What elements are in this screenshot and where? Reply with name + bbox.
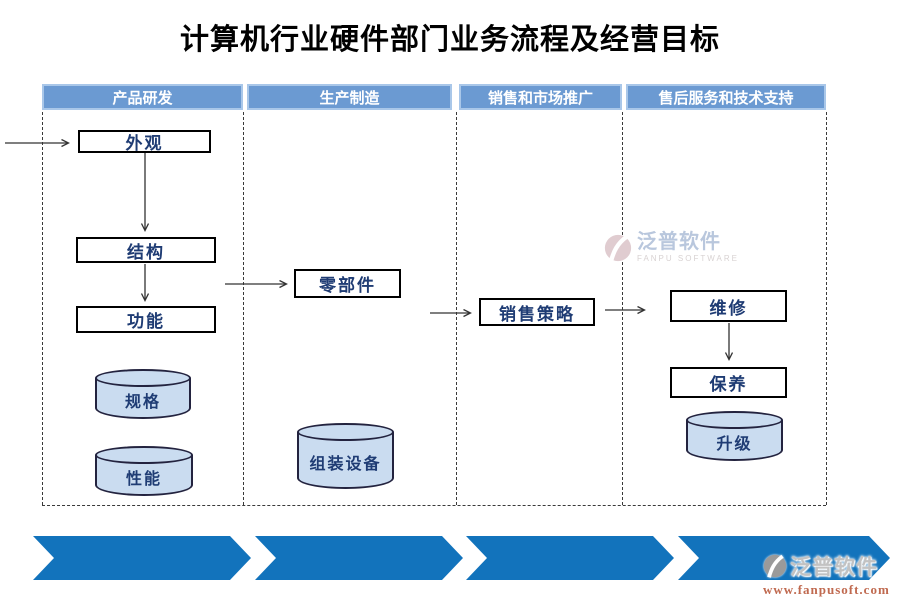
watermark-bottom-right: 泛普软件 www.fanpusoft.com: [763, 551, 890, 598]
lane-header-product-rd: 产品研发: [42, 84, 243, 110]
cylinder-shape: [95, 446, 193, 464]
lane-header-label: 生产制造: [319, 89, 380, 107]
node-label: 销售策略: [499, 304, 575, 324]
lane-header-label: 产品研发: [112, 89, 173, 107]
fanpu-logo-icon: [604, 234, 632, 262]
node-appearance: 外观: [78, 130, 211, 153]
cylinder-shape: [95, 369, 191, 387]
cylinder-label: 性能: [125, 471, 162, 488]
watermark-brand: 泛普软件: [637, 231, 721, 253]
lane-divider: [42, 112, 43, 505]
cylinder-shape: [297, 432, 394, 489]
watermark-url: www.fanpusoft.com: [763, 582, 890, 597]
node-label: 功能: [127, 312, 165, 331]
node-structure: 结构: [76, 237, 216, 263]
cylinder-specs: 规格: [95, 369, 191, 419]
lane-header-sales-marketing: 销售和市场推广: [459, 84, 622, 110]
node-parts: 零部件: [294, 269, 401, 298]
process-chevron-3: [466, 536, 674, 580]
fanpu-logo-icon: [763, 554, 787, 578]
node-sales-strategy: 销售策略: [479, 298, 595, 326]
lane-header-aftersales-support: 售后服务和技术支持: [626, 84, 826, 110]
lane-divider: [243, 112, 244, 505]
cylinder-assembly-equipment: 组装设备: [297, 423, 394, 489]
lane-divider: [456, 112, 457, 505]
lane-header-manufacturing: 生产制造: [247, 84, 452, 110]
cylinder-shape: [297, 423, 394, 441]
node-label: 维修: [709, 298, 748, 318]
cylinder-label: 规格: [124, 394, 161, 411]
watermark-brand: 泛普软件: [790, 556, 878, 579]
process-chevron-1: [33, 536, 251, 580]
node-function: 功能: [76, 306, 216, 333]
lane-header-label: 售后服务和技术支持: [658, 89, 794, 107]
node-label: 零部件: [319, 276, 376, 295]
process-chevron-2: [255, 536, 463, 580]
cylinder-label: 升级: [716, 436, 753, 453]
lane-header-label: 销售和市场推广: [487, 89, 593, 107]
lane-bottom-border: [42, 505, 826, 506]
cylinder-upgrade: 升级: [686, 411, 783, 461]
lane-divider: [622, 112, 623, 505]
node-maintenance: 保养: [670, 367, 787, 398]
cylinder-shape: [686, 411, 783, 429]
lane-divider: [826, 112, 827, 505]
page-title: 计算机行业硬件部门业务流程及经营目标: [179, 24, 720, 56]
node-repair: 维修: [670, 290, 787, 322]
watermark-center: 泛普软件 FANPU SOFTWARE: [604, 232, 739, 264]
node-label: 结构: [127, 242, 165, 262]
node-label: 外观: [125, 134, 164, 153]
node-label: 保养: [709, 375, 748, 394]
watermark-brand-sub: FANPU SOFTWARE: [637, 254, 739, 263]
cylinder-performance: 性能: [95, 446, 193, 496]
cylinder-label: 组装设备: [309, 456, 382, 473]
